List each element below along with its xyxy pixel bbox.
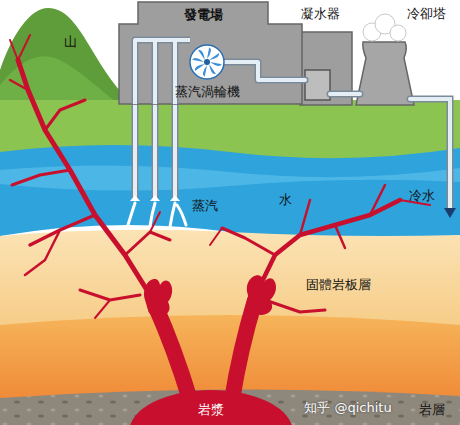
condenser-label: 凝水器 [301,6,340,22]
building-title: 發電場 [184,6,223,24]
water-label: 水 [279,192,292,208]
magma-label: 岩漿 [198,402,224,418]
rock-layer-label: 岩層 [419,402,445,418]
watermark: 知乎 @qichitu [304,400,391,416]
cold-water-label: 冷水 [409,188,435,204]
steam-label: 蒸汽 [192,198,218,214]
mountain-label: 山 [64,34,77,50]
cooling-tower-label: 冷卻塔 [407,6,446,22]
turbine-label: 蒸汽渦輪機 [175,84,240,100]
rock-plate-label: 固體岩板層 [306,277,371,293]
